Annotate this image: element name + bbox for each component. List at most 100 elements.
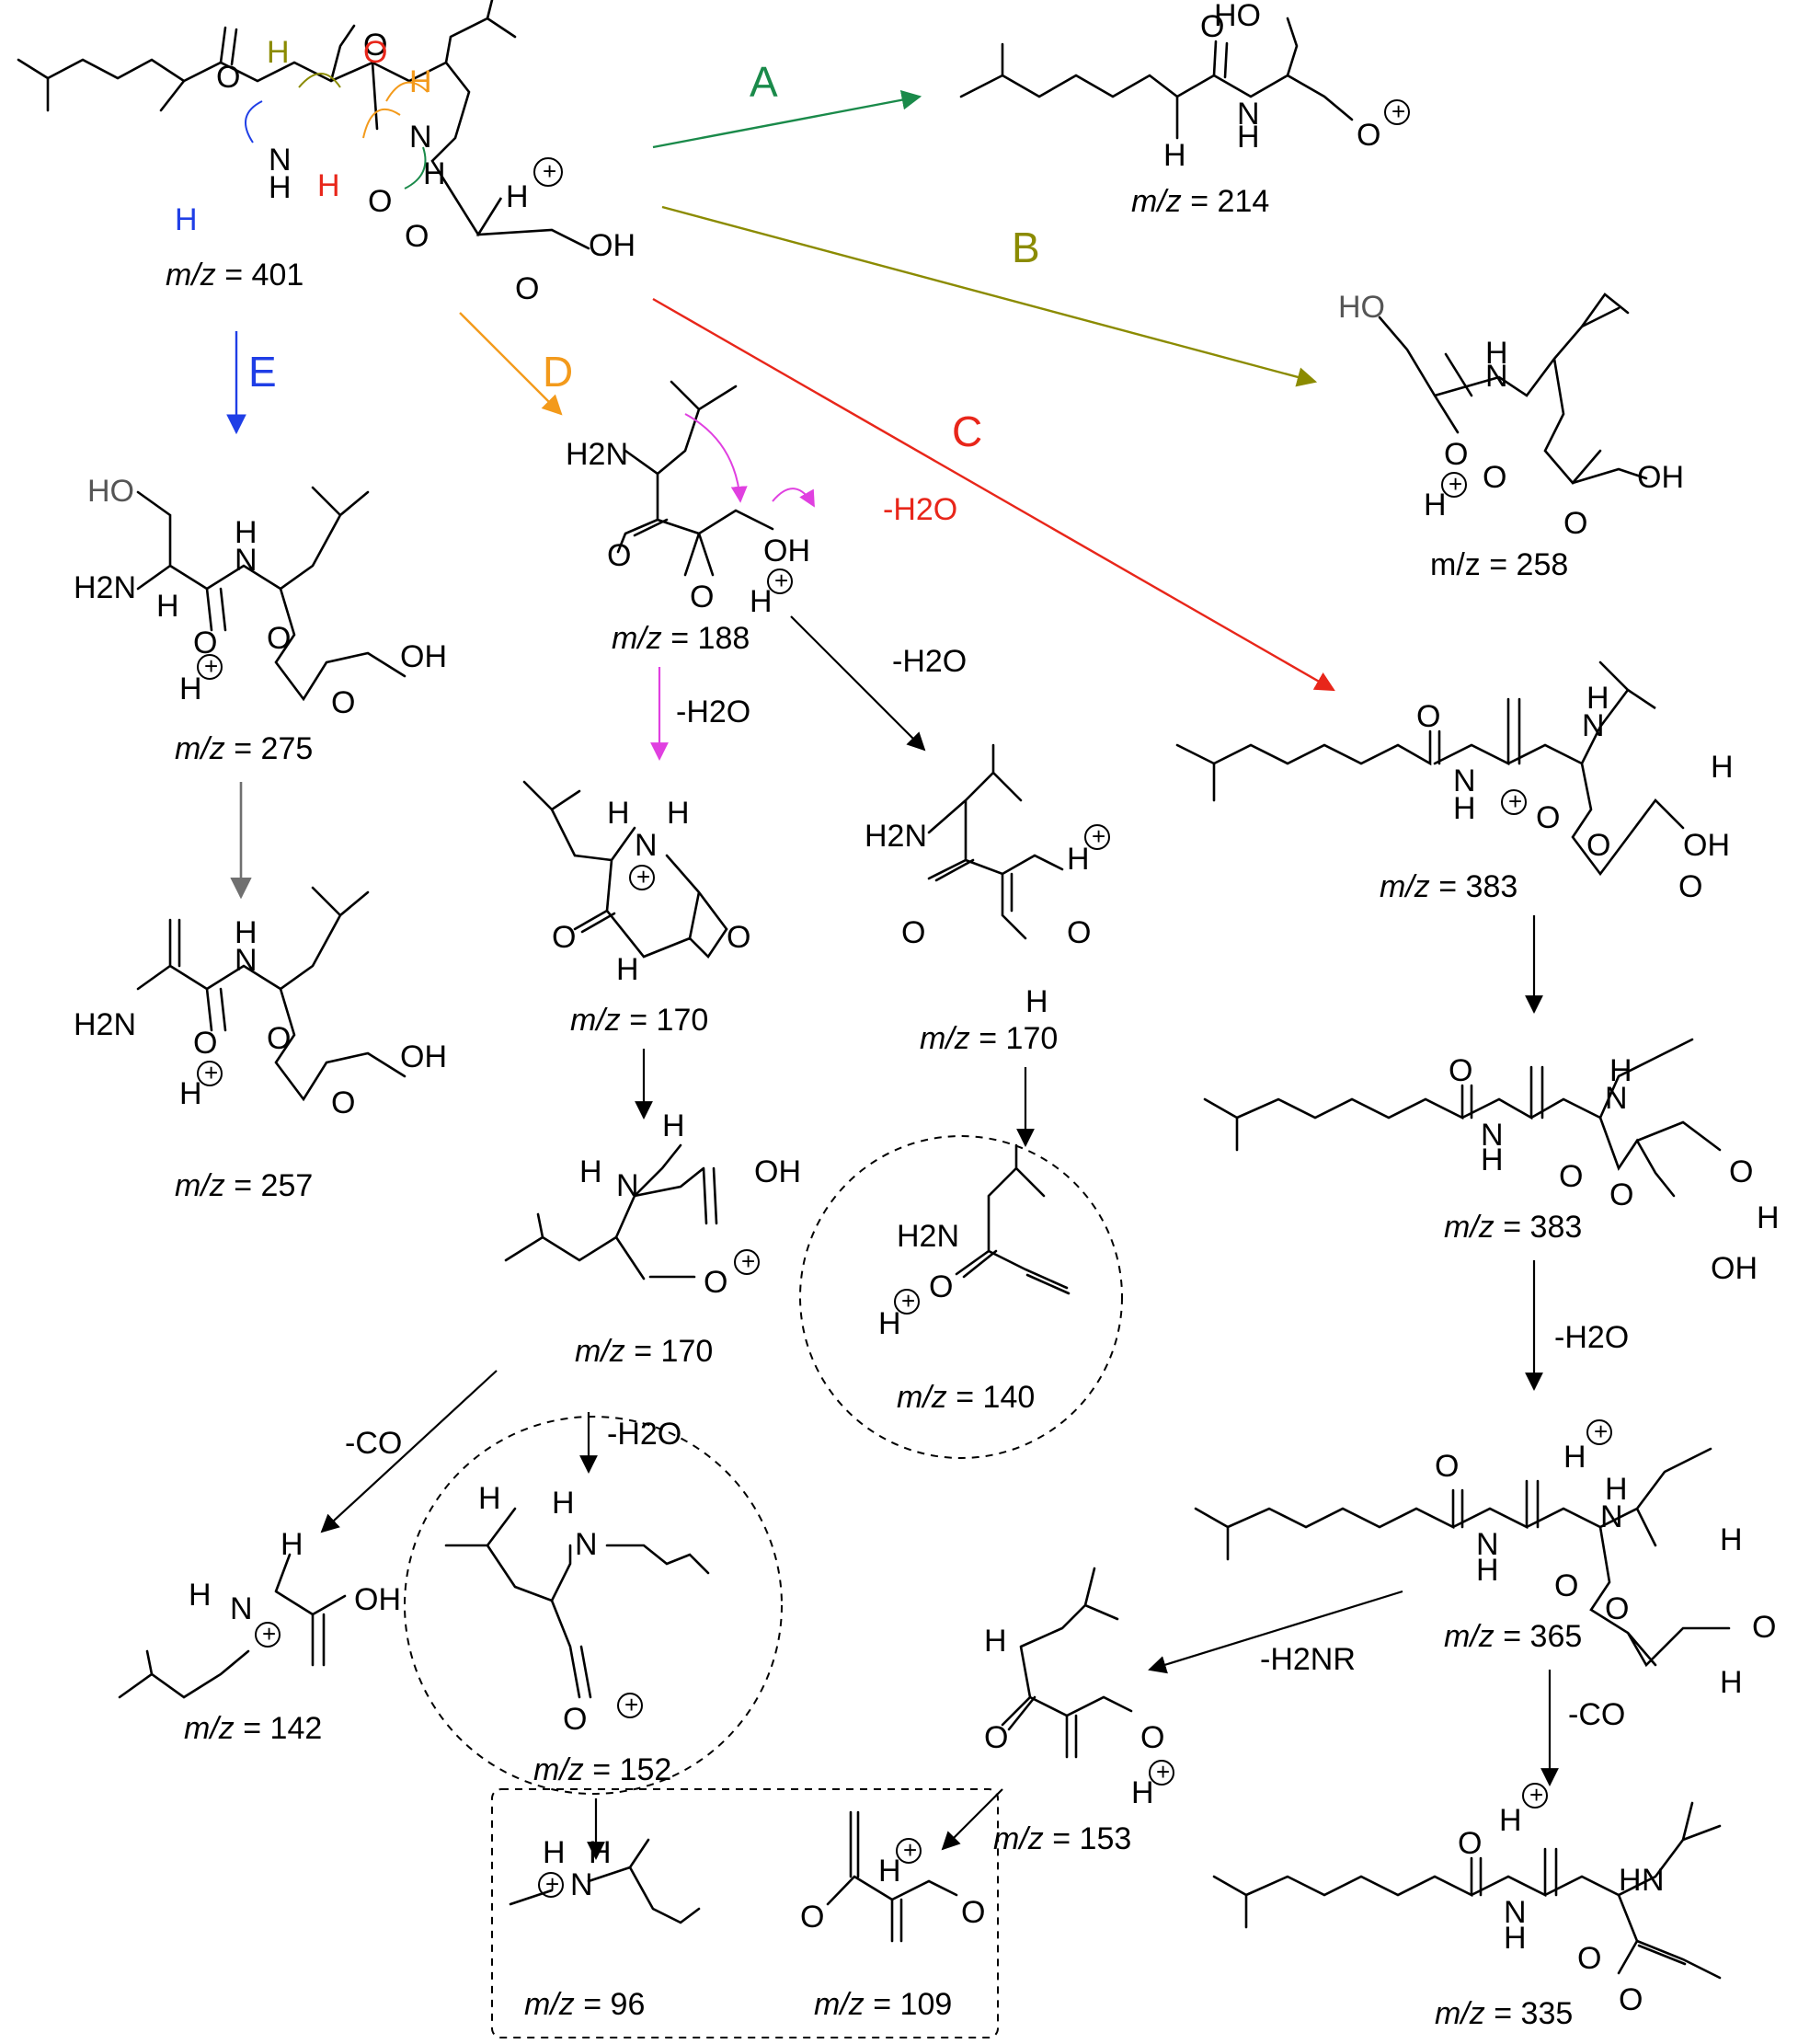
curly-arrow-green (404, 146, 427, 189)
atom-O: O (368, 184, 392, 219)
atom-H: H (156, 589, 179, 624)
atom-H: H (478, 1481, 501, 1516)
atom-H-red: H (317, 168, 340, 203)
atom-O: O (1140, 1720, 1164, 1755)
atom-O: O (1554, 1568, 1578, 1603)
structure-188: H2N O O OH H + m/z = 188 (566, 380, 815, 656)
mz-label-383-a: m/z = 383 (1380, 869, 1517, 904)
atom-O: O (1619, 1982, 1643, 2017)
structure-142: H N + H OH m/z = 142 (118, 1527, 401, 1746)
atom-O: O (1752, 1610, 1776, 1645)
atom-H: H (1424, 488, 1447, 522)
atom-N: N (1600, 1499, 1623, 1534)
structure-257: H2N H N O O O OH H + m/z = 257 (74, 886, 447, 1203)
curly-arrow-blue (245, 100, 263, 144)
atom-O: O (216, 60, 240, 95)
atom-H2N: H2N (865, 819, 927, 854)
atom-H-orange: H (409, 64, 432, 99)
pathway-label-e: E (248, 348, 277, 396)
charge-plus: + (1092, 822, 1105, 850)
curly-arrow-orange-2 (362, 108, 401, 139)
atom-H: H (1163, 138, 1186, 173)
charge-plus: + (543, 157, 556, 185)
atom-H: H (235, 915, 258, 950)
highlight-circle-140 (799, 1135, 1123, 1459)
structure-109: O O H + m/z = 109 (800, 1810, 985, 2022)
atom-H: H (1563, 1440, 1586, 1475)
atom-OH: OH (754, 1154, 801, 1189)
charge-plus: + (545, 1870, 559, 1898)
atom-O: O (1536, 800, 1560, 835)
atom-N: N (1642, 1863, 1665, 1898)
charge-plus: + (1508, 787, 1522, 815)
atom-H: H (179, 672, 202, 706)
mz-label-275: m/z = 275 (175, 731, 313, 766)
charge-circle (1501, 789, 1527, 815)
atom-H: H (179, 1076, 202, 1111)
charge-plus: + (204, 652, 218, 680)
atom-O: O (193, 1026, 217, 1061)
atom-H2N: H2N (897, 1219, 959, 1254)
structure-170-a: H H N + O H O m/z = 170 (522, 780, 750, 1038)
mz-label-96: m/z = 96 (524, 1987, 645, 2022)
atom-O: O (1586, 828, 1610, 863)
atom-O: O (563, 1702, 587, 1737)
atom-O: O (929, 1269, 953, 1304)
charge-plus: + (1594, 1418, 1608, 1445)
mz-label-188: m/z = 188 (612, 621, 750, 656)
atom-H: H (423, 156, 446, 191)
charge-plus: + (774, 567, 788, 594)
atom-H: H (552, 1486, 575, 1521)
atom-H: H (667, 796, 690, 831)
atom-N: N (1605, 1081, 1628, 1116)
charge-plus: + (741, 1247, 755, 1275)
atom-HO: HO (1338, 290, 1385, 325)
atom-O: O (1605, 1591, 1629, 1626)
charge-circle (896, 1838, 922, 1864)
atom-OH: OH (1637, 460, 1684, 495)
charge-plus: + (1529, 1781, 1543, 1809)
structure-335: O N H O H N H + O m/z = 335 (1212, 1781, 1722, 2031)
charge-plus: + (901, 1287, 915, 1315)
arrow-365-to-153 (1148, 1590, 1403, 1674)
atom-O: O (1577, 1941, 1601, 1976)
atom-N: N (575, 1527, 598, 1562)
atom-O-red: O (363, 35, 387, 70)
loss-label-co: -CO (345, 1426, 402, 1461)
atom-OH: OH (400, 1039, 447, 1074)
atom-H2N: H2N (74, 570, 136, 605)
charge-plus: + (1156, 1758, 1170, 1786)
atom-H: H (1025, 984, 1048, 1019)
charge-circle (767, 568, 793, 594)
mz-label-152: m/z = 152 (533, 1752, 671, 1787)
atom-O: O (901, 915, 925, 950)
atom-H: H (662, 1108, 685, 1143)
atom-O: O (267, 621, 291, 656)
atom-O: O (1483, 460, 1506, 495)
charge-circle (255, 1622, 281, 1648)
atom-N: N (570, 1867, 593, 1902)
arrow-path-b (661, 205, 1318, 387)
atom-H: H (235, 515, 258, 550)
mz-label-214: m/z = 214 (1131, 184, 1269, 219)
atom-H: H (1605, 1472, 1628, 1507)
arrow-153-to-109 (941, 1788, 1003, 1851)
structure-383-b: O N H O N H O O H OH m/z = 383 (1203, 1038, 1780, 1286)
charge-circle (1586, 1419, 1612, 1445)
atom-O: O (331, 1085, 355, 1120)
atom-H-blue: H (175, 202, 198, 237)
mz-label-170-b: m/z = 170 (575, 1334, 713, 1369)
atom-H: H (1237, 120, 1260, 155)
mz-label-401: m/z = 401 (166, 258, 303, 293)
arrow-path-c (652, 297, 1335, 692)
mz-label-257: m/z = 257 (175, 1168, 313, 1203)
loss-label-co: -CO (1568, 1697, 1625, 1732)
mz-label-335: m/z = 335 (1435, 1996, 1573, 2031)
structure-275: HO H2N H H N O O O OH H + m/z = 275 (74, 474, 447, 766)
atom-O: O (331, 685, 355, 720)
atom-N: N (1481, 1118, 1504, 1153)
atom-OH: OH (1683, 828, 1730, 863)
atom-H: H (1131, 1775, 1154, 1810)
atom-OH: OH (1711, 1251, 1758, 1286)
